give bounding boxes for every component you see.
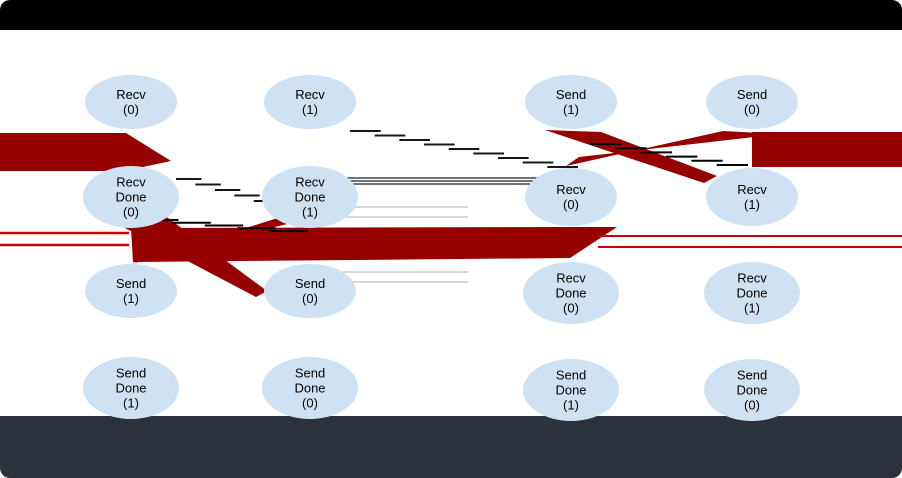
bottom-bar (0, 416, 902, 478)
node-label-recv-1-b: Recv(1) (737, 182, 767, 212)
node-label-send-0-a: Send(0) (295, 276, 325, 306)
node-label-send-1-a: Send(1) (116, 276, 146, 306)
node-recv-0-a (85, 75, 177, 129)
node-recv-0-b (525, 168, 617, 226)
node-label-recv-1-a: Recv(1) (295, 87, 325, 117)
red-arrow-right-exit-band (752, 132, 902, 167)
node-recvdone-0-b (523, 262, 619, 324)
node-senddone-0-a (262, 357, 358, 419)
top-bar (0, 0, 902, 30)
node-send-0-b (706, 75, 798, 129)
node-recvdone-0-a (83, 166, 179, 228)
node-recvdone-1-a (262, 166, 358, 228)
node-label-send-1-b: Send(1) (556, 87, 586, 117)
node-label-recv-0-a: Recv(0) (116, 87, 146, 117)
node-send-1-b (525, 75, 617, 129)
node-recv-1-b (706, 168, 798, 226)
red-arrow-send0-to-recv0 (566, 131, 780, 166)
node-send-1-a (85, 264, 177, 318)
node-senddone-1-a (83, 357, 179, 419)
red-arrow-send1-to-recv1 (545, 130, 717, 183)
node-label-recv-0-b: Recv(0) (556, 182, 586, 212)
node-recv-1-a (264, 75, 356, 129)
node-label-send-0-b: Send(0) (737, 87, 767, 117)
red-arrow-long-horizontal-band (131, 227, 617, 262)
node-recvdone-1-b (704, 262, 800, 324)
red-arrow-recvdone0-to-send0 (104, 207, 267, 297)
node-send-0-a (264, 264, 356, 318)
node-senddone-0-b (704, 359, 800, 421)
node-senddone-1-b (523, 359, 619, 421)
red-arrow-left-entry-band (0, 133, 171, 171)
